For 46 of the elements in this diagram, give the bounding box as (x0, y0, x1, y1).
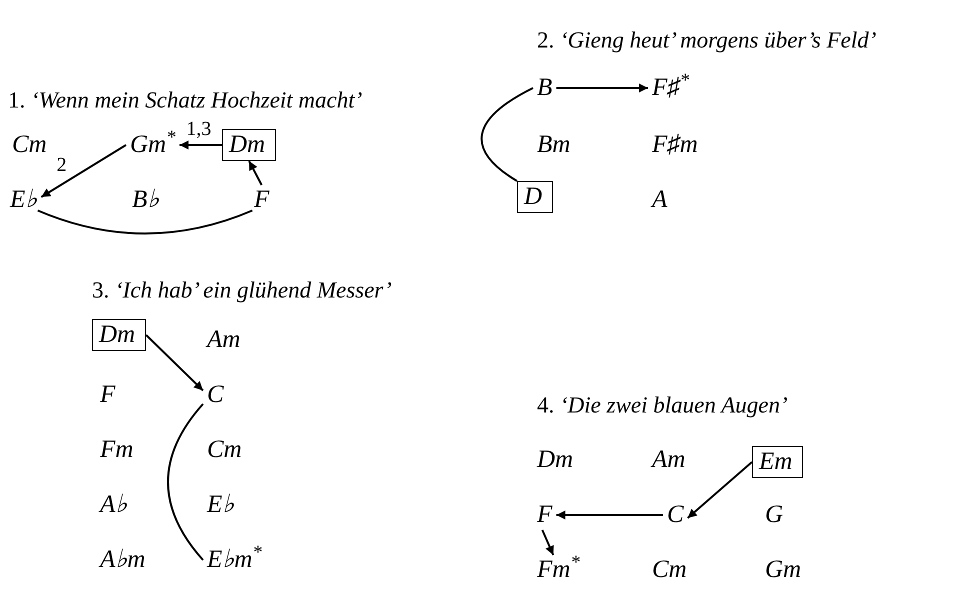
song-title: 1. ‘Wenn mein Schatz Hochzeit macht’ (8, 88, 362, 112)
boxed-chord: Em (752, 446, 804, 478)
chord-label: Fm (96, 435, 138, 465)
chord-label: F (533, 500, 556, 530)
chord-label: E♭ (6, 185, 42, 215)
chord-label: A♭ (96, 490, 132, 520)
arrow (556, 510, 663, 520)
chord-label: F♯m (648, 130, 702, 160)
song-title: 4. ‘Die zwei blauen Augen’ (537, 394, 788, 416)
chord-label: E♭m$^{*}$ (203, 545, 266, 575)
chord-label: F (250, 185, 274, 215)
song-title: 2. ‘Gieng heut’ morgens über’s Feld’ (537, 28, 876, 52)
curved-connector (37, 210, 253, 234)
chord-label: C (663, 500, 688, 530)
chord-label: Fm$^{*}$ (533, 555, 584, 585)
boxed-chord: Dm (92, 319, 146, 351)
chord-label: Gm (761, 555, 806, 585)
boxed-chord: D (517, 181, 554, 213)
chord-label: Gm$^{*}$ (126, 130, 180, 160)
chord-label: Am (648, 445, 690, 475)
arrow (541, 530, 554, 556)
chord-label: Cm (8, 130, 51, 160)
chord-label: Dm (533, 445, 578, 475)
arrow (556, 84, 648, 92)
chord-label: A♭m (96, 545, 150, 575)
arrow (687, 461, 753, 519)
chord-label: Cm (648, 555, 691, 585)
curved-connector (167, 403, 204, 561)
arrow (40, 144, 127, 198)
chord-label: G (761, 500, 788, 530)
chord-label: A (648, 185, 672, 215)
song-title: 3. ‘Ich hab’ ein glühend Messer’ (92, 278, 392, 302)
chord-label: C (203, 380, 228, 410)
chord-label: Bm (533, 130, 574, 160)
chord-label: F (96, 380, 120, 410)
chord-label: B (533, 73, 556, 103)
chord-label: B♭ (128, 185, 164, 215)
arrow (145, 334, 204, 392)
chord-label: E♭ (203, 490, 238, 520)
chord-label: F♯$^{*}$ (648, 73, 694, 103)
curved-connector (480, 87, 534, 182)
chord-label: Cm (203, 435, 246, 465)
chord-label: Am (203, 325, 244, 355)
boxed-chord: Dm (222, 129, 276, 161)
arrow (179, 140, 222, 150)
arrow (248, 160, 263, 186)
